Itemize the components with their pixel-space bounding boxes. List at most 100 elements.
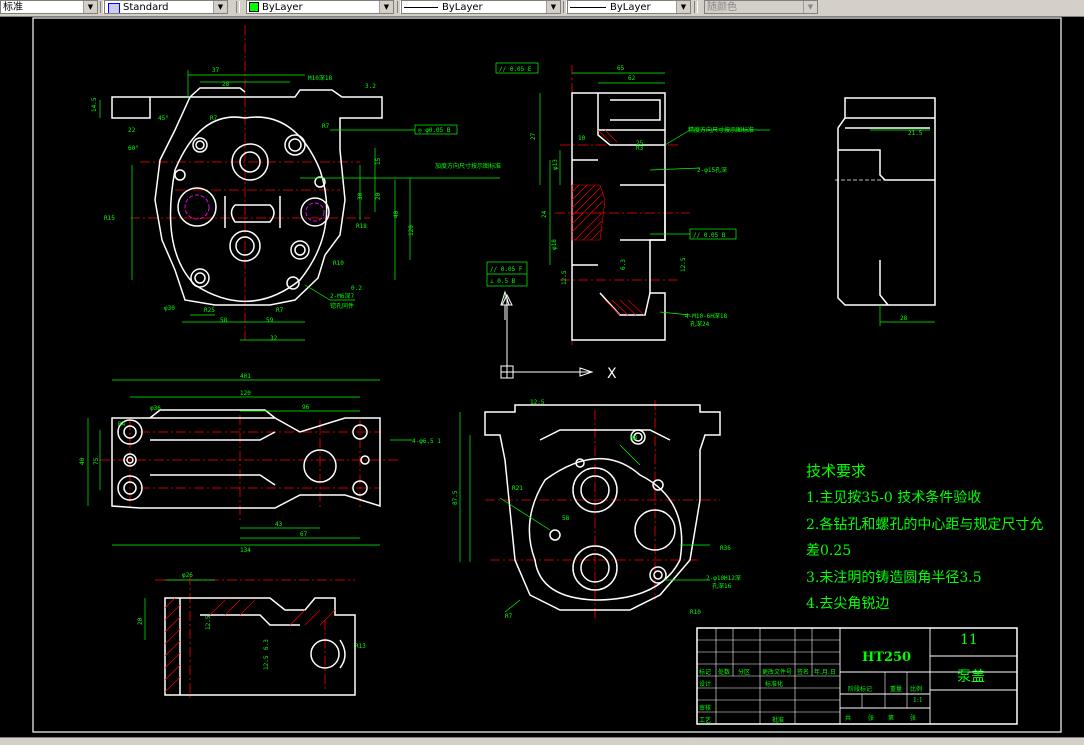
svg-text:134: 134 xyxy=(240,547,251,554)
tech-req-title: 技术要求 xyxy=(806,462,867,480)
svg-text:// 0.05 E: // 0.05 E xyxy=(499,66,532,73)
svg-text:0.2: 0.2 xyxy=(351,285,362,292)
tech-req-item-2-cont: 差0.25 xyxy=(806,543,852,559)
svg-text:401: 401 xyxy=(240,373,251,380)
tb-label-count: 处数 xyxy=(718,669,731,676)
text-style-value: 标准 xyxy=(3,2,23,13)
color-dropdown[interactable]: ByLayer ▼ xyxy=(246,0,394,14)
drawing-frame xyxy=(32,17,1062,733)
svg-text:φ36: φ36 xyxy=(150,405,161,412)
tech-req-item-1: 1.主见按35-0 技术条件验收 xyxy=(806,490,982,506)
view-detail-section: φ26 20 12.5 6.3 R13 12.5 xyxy=(137,572,366,700)
svg-text:12.5: 12.5 xyxy=(530,399,545,406)
svg-text:14.5: 14.5 xyxy=(91,97,98,112)
linetype-dropdown[interactable]: ByLayer ▼ xyxy=(401,0,561,14)
svg-text:加度方向尺寸按示图标准: 加度方向尺寸按示图标准 xyxy=(435,162,501,170)
color-swatch-icon xyxy=(249,2,259,12)
svg-text:R8: R8 xyxy=(630,435,638,442)
tb-label-doc: 更改文件号 xyxy=(762,669,793,676)
svg-text:75: 75 xyxy=(93,457,100,465)
svg-text:20: 20 xyxy=(137,617,144,625)
svg-text:40: 40 xyxy=(393,210,400,218)
svg-text:R4: R4 xyxy=(118,421,126,428)
svg-text:120: 120 xyxy=(408,225,415,236)
tb-label-standard: 标准化 xyxy=(765,681,784,688)
title-block-number: 11 xyxy=(960,632,978,648)
svg-text:2-M6深7: 2-M6深7 xyxy=(330,292,354,300)
svg-text:孔深24: 孔深24 xyxy=(690,320,710,328)
svg-text:φ30: φ30 xyxy=(164,305,175,312)
svg-text:12.5: 12.5 xyxy=(263,655,270,670)
plot-style-value: 随颜色 xyxy=(707,2,737,13)
toolbar-separator xyxy=(236,1,240,13)
svg-text:R10: R10 xyxy=(333,260,344,267)
plot-style-dropdown[interactable]: 随颜色 ▼ xyxy=(704,0,818,14)
svg-text:φ26: φ26 xyxy=(182,572,193,579)
svg-text:6.3: 6.3 xyxy=(620,259,627,270)
chevron-down-icon[interactable]: ▼ xyxy=(676,1,690,13)
chevron-down-icon[interactable]: ▼ xyxy=(213,1,227,13)
tb-label-sheet: 张 xyxy=(910,715,917,722)
svg-text:60°: 60° xyxy=(128,145,139,152)
svg-text:22: 22 xyxy=(128,127,136,134)
dimension-style-dropdown[interactable]: Standard ▼ xyxy=(104,0,228,14)
text-style-dropdown[interactable]: 标准 ▼ xyxy=(0,0,98,14)
tb-label-mark: 标记 xyxy=(699,669,712,676)
svg-text:R25: R25 xyxy=(204,307,215,314)
dimension-style-value: Standard xyxy=(123,2,169,13)
svg-text:3.2: 3.2 xyxy=(365,83,376,90)
svg-text:R7: R7 xyxy=(505,613,513,620)
svg-text:43: 43 xyxy=(275,521,283,528)
svg-text:67: 67 xyxy=(300,531,308,538)
svg-text:15: 15 xyxy=(375,157,382,165)
svg-text:R3: R3 xyxy=(636,145,644,152)
tb-label-process: 工艺 xyxy=(699,717,712,724)
title-block xyxy=(696,627,1018,725)
svg-text:37: 37 xyxy=(212,67,220,74)
tb-label-sign: 签名 xyxy=(797,669,810,676)
svg-text:精度方向尺寸按示图标准: 精度方向尺寸按示图标准 xyxy=(688,126,754,134)
lineweight-sample-icon xyxy=(570,6,606,8)
chevron-down-icon[interactable]: ▼ xyxy=(379,1,393,13)
svg-text:45°: 45° xyxy=(158,115,169,122)
tech-req-item-4: 4.去尖角锐边 xyxy=(806,596,890,612)
svg-text:2-φ15孔深: 2-φ15孔深 xyxy=(697,166,727,174)
svg-text:58: 58 xyxy=(220,317,228,324)
svg-text:R18: R18 xyxy=(356,223,367,230)
toolbar-separator xyxy=(563,1,567,13)
color-value: ByLayer xyxy=(262,2,303,13)
tb-label-stage: 阶段标记 xyxy=(848,686,873,693)
linetype-value: ByLayer xyxy=(442,2,483,13)
svg-text:25: 25 xyxy=(636,140,644,147)
svg-text:20: 20 xyxy=(375,192,382,200)
tb-label-approve: 批准 xyxy=(772,717,785,724)
svg-text:96: 96 xyxy=(302,404,310,411)
ucs-x-label: X xyxy=(607,366,617,382)
ucs-icon xyxy=(500,293,594,379)
chevron-down-icon[interactable]: ▼ xyxy=(803,1,817,13)
tb-label-weight: 重量 xyxy=(890,686,903,693)
toolbar-separator xyxy=(100,1,104,13)
svg-text:40: 40 xyxy=(79,457,86,465)
svg-text:62: 62 xyxy=(628,75,636,82)
lineweight-dropdown[interactable]: ByLayer ▼ xyxy=(567,0,691,14)
chevron-down-icon[interactable]: ▼ xyxy=(83,1,97,13)
properties-toolbar: 标准 ▼ Standard ▼ ByLayer ▼ ByLayer ▼ ByLa… xyxy=(0,0,1084,17)
title-block-part-name: 泵盖 xyxy=(957,669,985,685)
svg-text:2-φ10H12深: 2-φ10H12深 xyxy=(706,574,741,582)
tb-label-sheets: 张 xyxy=(868,715,875,722)
svg-text:6.3: 6.3 xyxy=(263,639,270,650)
svg-text:φ18: φ18 xyxy=(551,239,558,250)
svg-text:24: 24 xyxy=(541,210,548,218)
toolbar-separator xyxy=(397,1,401,13)
svg-text:10: 10 xyxy=(578,135,586,142)
tb-label-total: 共 xyxy=(845,715,852,722)
svg-text:R7: R7 xyxy=(322,123,330,130)
svg-text:B: B xyxy=(504,295,508,302)
tb-label-date: 年.月.日 xyxy=(814,669,836,676)
svg-text:R7: R7 xyxy=(210,115,218,122)
chevron-down-icon[interactable]: ▼ xyxy=(546,1,560,13)
svg-text:87.5: 87.5 xyxy=(452,490,459,505)
